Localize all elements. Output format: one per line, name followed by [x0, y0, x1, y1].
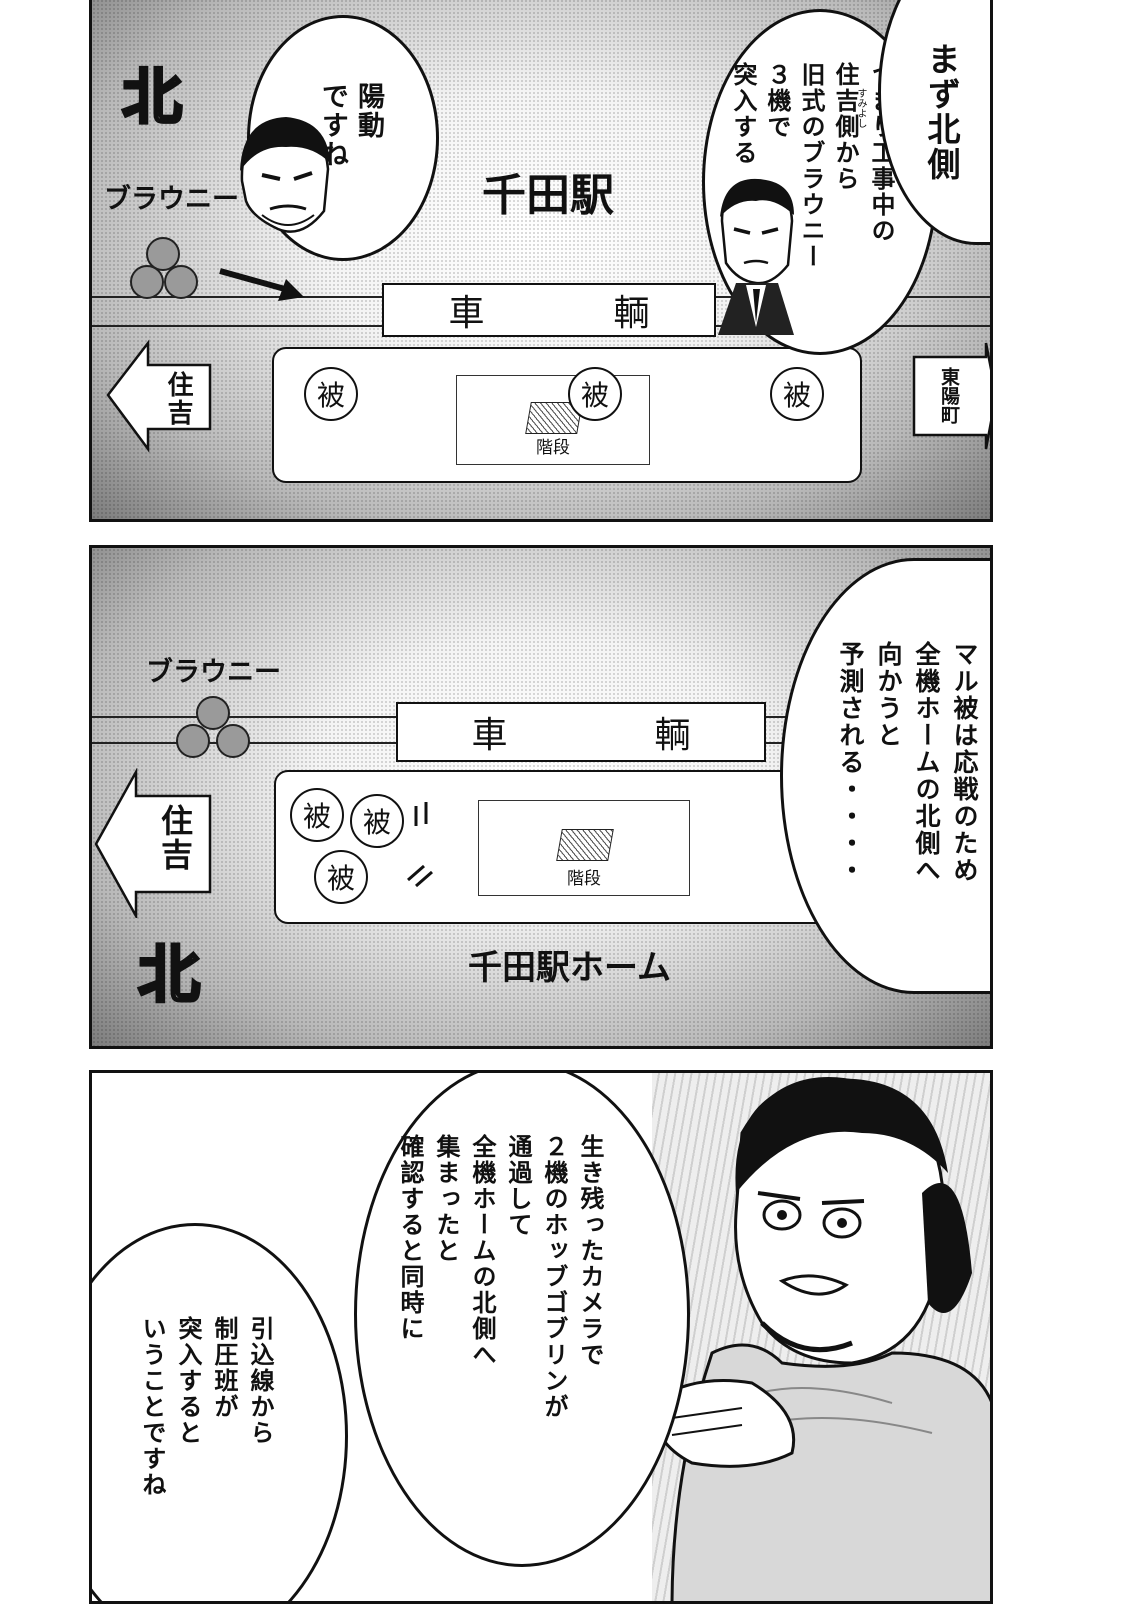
bubble-text-col: ２機のホッブゴブリンが	[540, 1134, 568, 1420]
enemy-marker: 被	[770, 367, 824, 421]
toyocho-sign: 東陽町	[938, 367, 960, 424]
character-figure-illustration	[650, 1077, 990, 1601]
station-name-label: 千田駅	[482, 170, 614, 221]
speech-bubble-left: 引込線から 制圧班が 突入すると いうことですね	[92, 1223, 348, 1601]
stairs-box: 階段	[478, 800, 690, 896]
furigana-text: すみよし	[855, 88, 866, 128]
bubble-text-col: 陽動	[353, 82, 384, 140]
panel-1-station-diagram: 北 ブラウニー 千田駅 車 輌 住吉 東陽町 被 被 被 階段 陽動 ですね	[89, 0, 993, 522]
train-car-char: 輌	[654, 715, 691, 756]
enemy-marker: 被	[568, 367, 622, 421]
bubble-text-col: 住吉側から	[831, 62, 859, 192]
speech-bubble-right: マル被は応戦のため 全機ホームの北側へ 向かうと 予測される・・・・	[780, 558, 990, 994]
stairs-label: 階段	[536, 438, 570, 458]
advance-arrow-icon	[219, 268, 304, 301]
enemy-marker: 被	[350, 794, 404, 848]
bubble-text-col: 生き残ったカメラで	[576, 1134, 604, 1368]
compass-north-label: 北	[121, 62, 184, 135]
bubble-text-col: 全機ホームの北側へ	[912, 641, 941, 884]
platform-name-label: 千田駅ホーム	[468, 948, 671, 988]
enemy-marker: 被	[314, 850, 368, 904]
direction-arrow-left-icon	[106, 339, 212, 453]
bubble-text-col: 予測される・・・・	[836, 641, 865, 884]
bubble-text-col: 制圧班が	[210, 1316, 238, 1420]
browny-unit-label: ブラウニー	[104, 184, 239, 215]
bubble-text-col: 突入する	[729, 62, 757, 166]
speech-bubble-right: 生き残ったカメラで ２機のホッブゴブリンが 通過して 全機ホームの北側へ 集まっ…	[354, 1073, 690, 1567]
train-car-char: 輌	[613, 293, 650, 334]
panel-2-platform-diagram: ブラウニー 車 輌 住吉 被 被 被 階段 北 千田駅ホーム マル被は応戦のため…	[89, 545, 993, 1049]
sumiyoshi-sign: 住吉	[163, 371, 193, 427]
bubble-text-col: 集まったと	[432, 1134, 460, 1264]
bubble-text-col: 通過して	[504, 1134, 532, 1238]
bubble-text-col: いうことですね	[138, 1316, 166, 1498]
bubble-text-col: 突入すると	[174, 1316, 202, 1446]
direction-arrow-left-icon	[94, 768, 212, 918]
enemy-marker: 被	[304, 367, 358, 421]
sumiyoshi-sign: 住吉	[156, 804, 194, 872]
browny-unit-icon	[130, 265, 164, 299]
enemy-marker: 被	[290, 788, 344, 842]
train-car: 車 輌	[396, 702, 766, 762]
bubble-text-col: 引込線から	[246, 1316, 274, 1446]
train-car: 車 輌	[382, 283, 716, 337]
panel-3-character-scene: 生き残ったカメラで ２機のホッブゴブリンが 通過して 全機ホームの北側へ 集まっ…	[89, 1070, 993, 1604]
bubble-text-col: 全機ホームの北側へ	[468, 1134, 496, 1368]
browny-unit-label: ブラウニー	[146, 657, 281, 688]
bubble-text-col: 旧式のブラウニー	[797, 62, 825, 270]
browny-unit-icon	[176, 724, 210, 758]
bubble-text-col: マル被は応戦のため	[950, 641, 979, 884]
stairs-label: 階段	[567, 869, 601, 889]
bubble-text-col: 確認すると同時に	[396, 1134, 424, 1342]
bubble-text-col: ３機で	[763, 62, 791, 140]
character-face-portrait	[718, 178, 794, 335]
stairs-icon	[556, 829, 614, 862]
browny-unit-icon	[196, 696, 230, 730]
train-car-char: 車	[448, 293, 485, 334]
direction-arrow-right-icon	[912, 342, 990, 450]
compass-north-label: 北	[136, 937, 201, 1013]
train-car-char: 車	[471, 715, 508, 756]
bubble-text-col: 向かうと	[874, 641, 903, 749]
browny-unit-icon	[216, 724, 250, 758]
bubble-text-col: まず北側	[922, 42, 961, 182]
motion-lines-icon	[407, 802, 433, 888]
browny-unit-icon	[164, 265, 198, 299]
character-face-portrait	[240, 117, 330, 233]
